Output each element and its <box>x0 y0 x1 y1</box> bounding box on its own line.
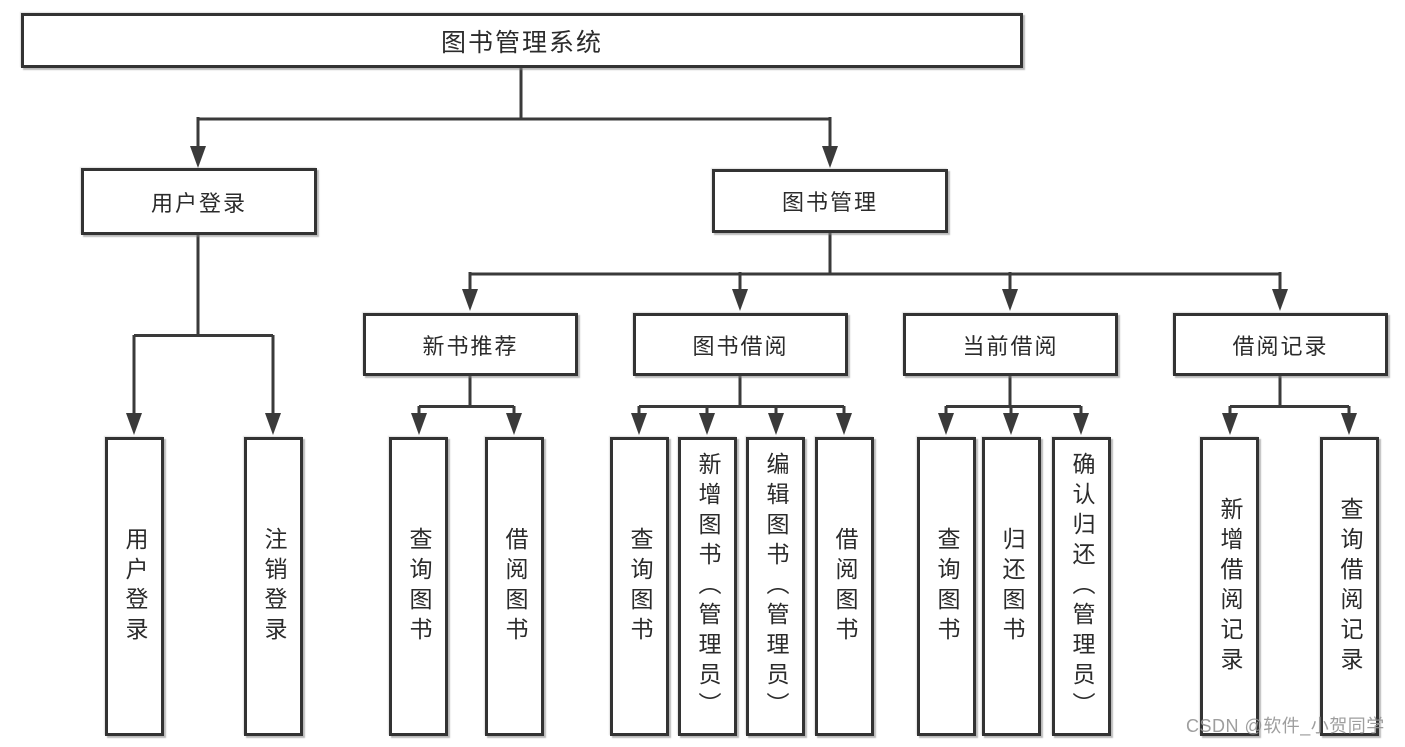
leaf-label: 查询图书 <box>406 526 432 647</box>
leaf-label: 用户登录 <box>122 526 148 647</box>
leaf-confirm-return-admin: 确认归还（管理员） <box>1052 437 1111 736</box>
leaf-query-books-borrowing: 查询图书 <box>610 437 669 736</box>
leaf-label: 确认归还（管理员） <box>1069 451 1095 722</box>
node-book-borrowing: 图书借阅 <box>633 313 848 376</box>
node-new-book-recommend: 新书推荐 <box>363 313 578 376</box>
leaf-label: 编辑图书（管理员） <box>763 451 789 722</box>
node-current-borrowing: 当前借阅 <box>903 313 1118 376</box>
node-book-management: 图书管理 <box>712 169 948 233</box>
leaf-query-books-newbooks: 查询图书 <box>389 437 448 736</box>
leaf-label: 新增图书（管理员） <box>695 451 721 722</box>
node-label: 图书管理 <box>781 190 878 215</box>
node-label: 新书推荐 <box>422 333 519 359</box>
node-root-system: 图书管理系统 <box>21 13 1023 68</box>
leaf-label: 借阅图书 <box>502 526 528 647</box>
leaf-label: 注销登录 <box>261 526 287 647</box>
node-borrow-records: 借阅记录 <box>1173 313 1388 376</box>
csdn-watermark: CSDN @软件_小贺同学 <box>1186 716 1385 736</box>
leaf-return-books: 归还图书 <box>982 437 1041 736</box>
leaf-add-books-admin: 新增图书（管理员） <box>678 437 737 736</box>
node-label: 图书借阅 <box>692 333 789 359</box>
leaf-borrow-books-newbooks: 借阅图书 <box>485 437 544 736</box>
node-label: 当前借阅 <box>962 333 1059 359</box>
node-label: 借阅记录 <box>1232 333 1329 359</box>
leaf-label: 查询图书 <box>934 526 960 647</box>
leaf-user-login: 用户登录 <box>105 437 164 736</box>
leaf-logout: 注销登录 <box>244 437 303 736</box>
arrowheads <box>126 146 1357 435</box>
node-user-login: 用户登录 <box>81 168 317 235</box>
leaf-borrow-books-borrowing: 借阅图书 <box>815 437 874 736</box>
leaf-label: 查询借阅记录 <box>1337 496 1363 677</box>
leaf-label: 查询图书 <box>627 526 653 647</box>
leaf-label: 新增借阅记录 <box>1217 496 1243 677</box>
node-label: 图书管理系统 <box>440 28 603 57</box>
leaf-label: 归还图书 <box>999 526 1025 647</box>
leaf-query-books-current: 查询图书 <box>917 437 976 736</box>
leaf-edit-books-admin: 编辑图书（管理员） <box>746 437 805 736</box>
leaf-add-borrow-record: 新增借阅记录 <box>1200 437 1259 736</box>
leaf-label: 借阅图书 <box>832 526 858 647</box>
leaf-query-borrow-record: 查询借阅记录 <box>1320 437 1379 736</box>
node-label: 用户登录 <box>150 190 247 216</box>
